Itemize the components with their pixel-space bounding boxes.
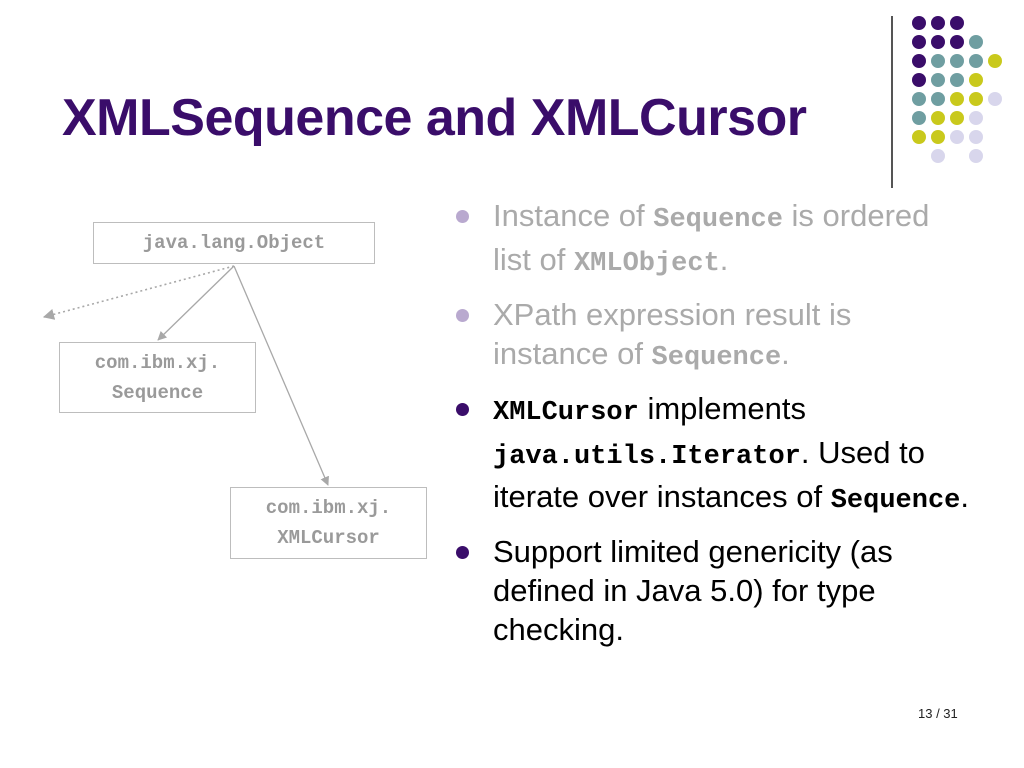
logo-dot (988, 54, 1002, 68)
logo-dot (969, 92, 983, 106)
logo-dot (950, 54, 964, 68)
class-name: Sequence (111, 381, 204, 404)
logo-dot (931, 16, 945, 30)
code-term: java.utils.Iterator (493, 442, 801, 472)
bullet-item: XPath expression result is instance of S… (454, 295, 974, 378)
logo-dot (931, 130, 945, 144)
logo-dot (950, 111, 964, 125)
slide-title: XMLSequence and XMLCursor (62, 89, 807, 147)
arrow-to-other (42, 265, 235, 320)
code-term: Sequence (651, 343, 782, 373)
header-divider (891, 16, 893, 188)
logo-dot (950, 130, 964, 144)
logo-dot (969, 149, 983, 163)
logo-dot (931, 35, 945, 49)
logo-dot (931, 54, 945, 68)
bullet-dot-icon (456, 309, 469, 322)
logo-dot (969, 130, 983, 144)
code-term: XMLCursor (493, 398, 639, 428)
logo-dot (988, 92, 1002, 106)
logo-dot (912, 111, 926, 125)
logo-dot (912, 35, 926, 49)
bullet-item: Support limited genericity (as defined i… (454, 532, 974, 649)
logo-dot (969, 35, 983, 49)
logo-dot (912, 73, 926, 87)
logo-dot (969, 54, 983, 68)
logo-dot (931, 111, 945, 125)
logo-dot (912, 54, 926, 68)
class-name: XMLCursor (277, 527, 380, 549)
class-package: com.ibm.xj. (265, 497, 392, 519)
logo-dot (969, 111, 983, 125)
logo-dot (950, 73, 964, 87)
class-box-xmlcursor: com.ibm.xj. XMLCursor (230, 487, 427, 559)
code-term: Sequence (653, 205, 783, 235)
bullet-list: Instance of Sequence is ordered list of … (454, 196, 974, 660)
logo-dot (931, 73, 945, 87)
class-name: java.lang.Object (142, 232, 326, 254)
bullet-item: Instance of Sequence is ordered list of … (454, 196, 974, 284)
logo-dot (931, 149, 945, 163)
class-box-sequence: com.ibm.xj. Sequence (59, 342, 256, 413)
class-box-java-lang-object: java.lang.Object (93, 222, 375, 264)
logo-dot (950, 92, 964, 106)
logo-dot (912, 16, 926, 30)
bullet-dot-icon (456, 546, 469, 559)
code-term: Sequence (830, 486, 961, 516)
class-package: com.ibm.xj. (94, 351, 221, 374)
bullet-item: XMLCursor implements java.utils.Iterator… (454, 389, 974, 521)
logo-dot (950, 35, 964, 49)
arrow-to-sequence (157, 265, 235, 341)
logo-dot (969, 73, 983, 87)
code-term: XMLObject (573, 249, 720, 279)
logo-dot (912, 130, 926, 144)
bullet-dot-icon (456, 403, 469, 416)
logo-dot (950, 16, 964, 30)
logo-dot (912, 92, 926, 106)
logo-dot (931, 92, 945, 106)
bullet-dot-icon (456, 210, 469, 223)
page-number: 13 / 31 (918, 706, 958, 721)
